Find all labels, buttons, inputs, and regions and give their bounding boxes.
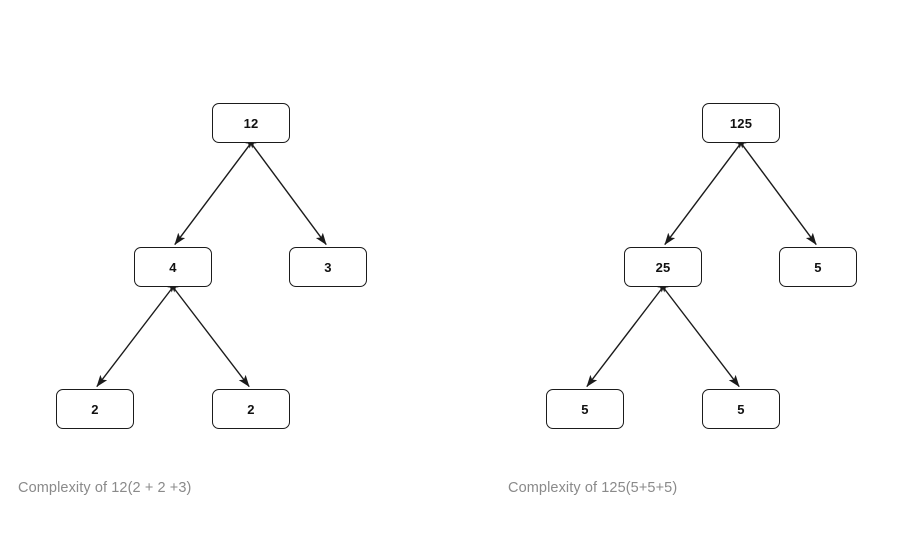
tree-node[interactable]: 4 <box>134 247 212 287</box>
tree-node[interactable]: 12 <box>212 103 290 143</box>
tree-node[interactable]: 3 <box>289 247 367 287</box>
tree-node[interactable]: 5 <box>546 389 624 429</box>
tree-node[interactable]: 2 <box>212 389 290 429</box>
tree-node[interactable]: 2 <box>56 389 134 429</box>
tree-edge <box>167 280 250 388</box>
tree-edge <box>657 280 740 388</box>
tree-node[interactable]: 25 <box>624 247 702 287</box>
tree-edge <box>664 136 747 246</box>
tree-node[interactable]: 5 <box>702 389 780 429</box>
tree-edge <box>174 136 257 246</box>
tree-node[interactable]: 125 <box>702 103 780 143</box>
tree-edge <box>96 280 179 388</box>
tree-node[interactable]: 5 <box>779 247 857 287</box>
tree-edge <box>586 280 669 388</box>
tree-edge <box>245 136 327 246</box>
diagram-caption: Complexity of 12(2 + 2 +3) <box>18 480 192 496</box>
diagram-caption: Complexity of 125(5+5+5) <box>508 480 678 496</box>
tree-edge <box>735 136 817 246</box>
